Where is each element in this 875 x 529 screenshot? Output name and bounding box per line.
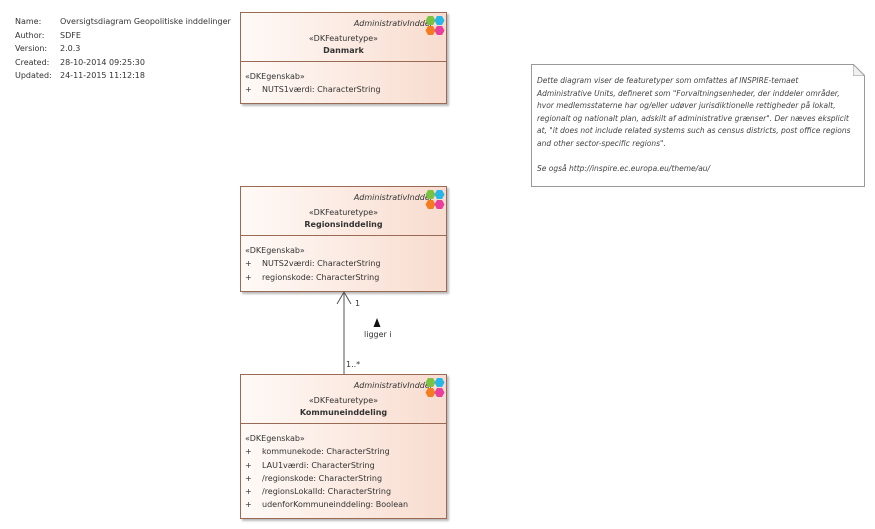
- class-attributes: «DKEgenskab» + kommunekode: CharacterStr…: [241, 424, 446, 512]
- multiplicity-source: 1..*: [346, 360, 361, 369]
- attribute-text: kommunekode: CharacterString: [262, 447, 390, 457]
- class-attributes: «DKEgenskab» + NUTS1værdi: CharacterStri…: [241, 62, 446, 97]
- metadata-row: Name: Oversigtsdiagram Geopolitiske indd…: [15, 15, 231, 29]
- package-logo-icon: [425, 378, 445, 397]
- attribute-text: udenforKommuneinddeling: Boolean: [262, 500, 409, 510]
- class-name: Danmark: [323, 46, 364, 55]
- class-stereotype: «DKFeaturetype»: [308, 396, 379, 405]
- navigability-arrow-icon: [336, 291, 352, 305]
- class-header: AdministrativInddel «DKFeaturetype» Komm…: [241, 375, 446, 424]
- attribute-section-label: «DKEgenskab»: [245, 246, 305, 255]
- metadata-value: 24-11-2015 11:12:18: [60, 71, 145, 80]
- attribute-visibility: +: [245, 500, 252, 510]
- attribute-section-label: «DKEgenskab»: [245, 434, 305, 443]
- note-line: regionalt og nationalt plan, adskilt af …: [537, 113, 849, 123]
- metadata-key: Name:: [15, 17, 42, 26]
- direction-triangle-icon: [373, 318, 381, 327]
- attribute-visibility: +: [245, 85, 252, 95]
- multiplicity-target: 1: [355, 299, 361, 308]
- metadata-value: 28-10-2014 09:25:30: [60, 57, 145, 67]
- class-header: AdministrativInddel «DKFeaturetype» Regi…: [241, 187, 446, 236]
- attribute-visibility: +: [245, 272, 252, 282]
- attribute-row: + NUTS1værdi: CharacterString: [245, 83, 446, 96]
- note-line: at, "it does not include related systems…: [537, 126, 851, 136]
- note-line: and other sector-specific regions".: [537, 138, 666, 148]
- metadata-key: Author:: [15, 30, 45, 40]
- note-fold-icon: [853, 64, 865, 76]
- class-danmark[interactable]: AdministrativInddel «DKFeaturetype» Danm…: [240, 12, 447, 104]
- attribute-row: + NUTS2værdi: CharacterString: [245, 257, 446, 270]
- attribute-row: + regionskode: CharacterString: [245, 271, 446, 284]
- package-logo-icon: [425, 16, 445, 35]
- attribute-text: /regionskode: CharacterString: [262, 473, 383, 483]
- class-stereotype: «DKFeaturetype»: [308, 208, 379, 217]
- attribute-text: NUTS2værdi: CharacterString: [262, 259, 381, 269]
- package-logo-icon: [425, 190, 445, 209]
- association-name: ligger i: [364, 330, 392, 339]
- class-header: AdministrativInddel «DKFeaturetype» Danm…: [241, 13, 446, 62]
- package-name: AdministrativInddel: [353, 193, 432, 202]
- attribute-visibility: +: [245, 487, 252, 497]
- attribute-row: + udenforKommuneinddeling: Boolean: [245, 498, 446, 511]
- note-spacer: [537, 151, 854, 164]
- attribute-visibility: +: [245, 447, 252, 457]
- metadata-key: Created:: [15, 57, 50, 67]
- class-attributes: «DKEgenskab» + NUTS2værdi: CharacterStri…: [241, 236, 446, 284]
- attribute-text: /regionsLokalId: CharacterString: [262, 487, 392, 497]
- metadata-value: Oversigtsdiagram Geopolitiske inddelinge…: [60, 17, 231, 26]
- metadata-row: Author: SDFE: [15, 29, 231, 43]
- package-name: AdministrativInddel: [353, 19, 432, 28]
- note-line: hvor medlemsstaterne har og/eller udøver…: [537, 101, 836, 111]
- package-name: AdministrativInddel: [353, 381, 432, 390]
- metadata-value: 2.0.3: [60, 44, 81, 53]
- attribute-section-label: «DKEgenskab»: [245, 72, 305, 81]
- attribute-row: + /regionskode: CharacterString: [245, 472, 446, 485]
- metadata-row: Updated: 24-11-2015 11:12:18: [15, 69, 231, 83]
- metadata-value: SDFE: [60, 30, 81, 40]
- note-line: Administrative Units, defineret som "For…: [537, 88, 840, 98]
- attribute-visibility: +: [245, 460, 252, 470]
- class-name: Regionsinddeling: [304, 220, 383, 229]
- class-name: Kommuneinddeling: [299, 408, 388, 417]
- attribute-row: + LAU1værdi: CharacterString: [245, 459, 446, 472]
- class-kommuneinddeling[interactable]: AdministrativInddel «DKFeaturetype» Komm…: [240, 374, 447, 519]
- diagram-metadata: Name: Oversigtsdiagram Geopolitiske indd…: [15, 15, 231, 83]
- attribute-visibility: +: [245, 259, 252, 269]
- attribute-row: + kommunekode: CharacterString: [245, 445, 446, 458]
- attribute-text: NUTS1værdi: CharacterString: [262, 85, 381, 95]
- metadata-key: Version:: [15, 44, 48, 53]
- attribute-visibility: +: [245, 473, 252, 483]
- metadata-row: Version: 2.0.3: [15, 42, 231, 56]
- attribute-text: LAU1værdi: CharacterString: [262, 460, 375, 470]
- diagram-note[interactable]: Dette diagram viser de featuretyper som …: [531, 64, 865, 187]
- class-regionsinddeling[interactable]: AdministrativInddel «DKFeaturetype» Regi…: [240, 186, 447, 292]
- metadata-key: Updated:: [15, 71, 52, 80]
- class-stereotype: «DKFeaturetype»: [308, 34, 379, 43]
- attribute-row: + /regionsLokalId: CharacterString: [245, 485, 446, 498]
- note-line: Se også http://inspire.ec.europa.eu/them…: [537, 164, 711, 174]
- attribute-text: regionskode: CharacterString: [262, 272, 380, 282]
- metadata-row: Created: 28-10-2014 09:25:30: [15, 56, 231, 70]
- note-line: Dette diagram viser de featuretyper som …: [537, 76, 799, 85]
